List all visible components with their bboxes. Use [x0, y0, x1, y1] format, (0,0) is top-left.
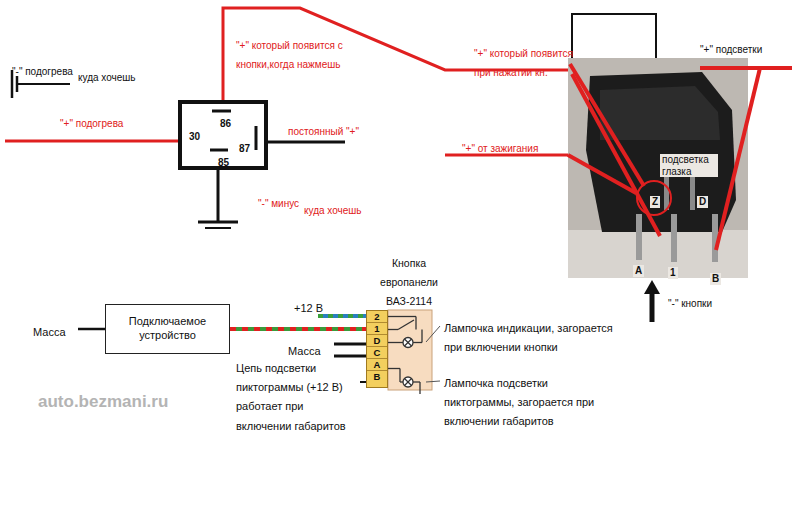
text-slot: подсветка глазка — [660, 154, 718, 179]
watermark: auto.bezmani.ru — [38, 392, 168, 411]
pin-number: 85 — [218, 157, 229, 168]
label-slot: Лампочка подсветки пиктограммы, загорает… — [444, 372, 614, 430]
wire-connector — [230, 327, 366, 331]
note-label: куда хочешь — [304, 205, 362, 216]
pin-letter: D — [697, 196, 708, 208]
lamp-label: Лампочка индикации, загорается при включ… — [444, 322, 613, 353]
pin-number: 86 — [220, 118, 231, 129]
note-label: "-" подогрева — [12, 66, 73, 77]
note-label: "-" кнопки — [668, 298, 712, 309]
lamp-label: Лампочка подсветки пиктограммы, загорает… — [444, 377, 594, 427]
connector-block: 2 1DCAB — [366, 310, 388, 388]
wire-label: Масса — [33, 326, 66, 338]
pointer-lines — [568, 64, 792, 250]
text-slot: Z — [650, 191, 660, 209]
pin-letter: B — [710, 273, 721, 285]
note-label: "+" от зажигания — [462, 143, 538, 154]
text-slot: 30 — [189, 126, 200, 144]
ground-wire — [78, 328, 105, 331]
label-slot: куда хочешь — [304, 199, 362, 218]
switch-lamp-symbols — [388, 310, 440, 394]
constant-wire — [268, 141, 345, 144]
label-slot: Масса — [33, 321, 66, 340]
label-slot: "+" подогрева — [60, 112, 123, 131]
label-slot: "+" который появится с кнопки,когда нажм… — [236, 34, 348, 72]
note-label: "+" который появится с кнопки,когда нажм… — [236, 40, 343, 70]
label-slot: Лампочка индикации, загорается при включ… — [444, 317, 614, 355]
wire-stripe — [230, 327, 366, 331]
ground-wires — [334, 344, 366, 356]
label-slot: постоянный "+" — [288, 120, 359, 139]
note-label: постоянный "+" — [288, 126, 359, 137]
label-slot: "+" от зажигания — [462, 137, 538, 156]
label-slot: куда хочешь — [78, 66, 136, 85]
pin-cell: A — [367, 359, 387, 371]
label-slot: Масса — [288, 340, 321, 359]
wire-group — [230, 329, 366, 330]
ground-symbol — [198, 170, 238, 228]
pin-cell: 2 — [367, 311, 387, 323]
label-slot: "-" подогрева — [12, 60, 73, 79]
relay-box: 86 30 87 85 — [178, 100, 268, 170]
supply-wire — [318, 316, 366, 317]
device-box: Подключаемое устройство — [105, 304, 230, 354]
box-text: Подключаемое устройство — [114, 315, 221, 343]
note-label: "+" который появится при нажатии кн. — [474, 48, 573, 78]
pin-letter: Z — [650, 196, 660, 208]
pin-cell: D — [367, 335, 387, 347]
pin-letter: A — [633, 265, 644, 277]
label-slot: Цепь подсветки пиктограммы (+12 В) работ… — [236, 357, 356, 434]
label-slot: +12 В — [294, 297, 323, 316]
wire-label: Масса — [288, 345, 321, 357]
minus-arrow — [644, 280, 660, 322]
pin-cell: 1 — [367, 323, 387, 335]
note-label: "-" минус — [258, 198, 299, 209]
bracket — [572, 14, 656, 60]
pin-number: 87 — [239, 143, 250, 154]
pin-name: C — [374, 348, 381, 358]
pin-name: 1 — [374, 324, 379, 334]
text-slot: B — [710, 268, 721, 286]
pin-cell: C — [367, 347, 387, 359]
pin-name: D — [374, 336, 381, 346]
button-photo-image — [568, 58, 748, 278]
pin-name: A — [374, 360, 381, 370]
pin-name: B — [374, 372, 381, 382]
part-title: Кнопка европанели ВАЗ-2114 — [380, 257, 438, 307]
label-slot: "+" подсветки — [700, 38, 762, 57]
label-slot: "+" который появится при нажатии кн. — [474, 42, 586, 80]
pin-number: 30 — [189, 131, 200, 142]
text-slot: D — [697, 191, 708, 209]
wire-label: +12 В — [294, 302, 323, 314]
text-slot: 85 — [218, 152, 229, 170]
text-slot: 87 — [239, 138, 250, 156]
heater-wire — [5, 140, 178, 143]
photo-note: подсветка глазка — [660, 154, 718, 177]
label-slot: "-" минус — [258, 192, 299, 211]
pin-cell: B — [367, 371, 387, 383]
wire-label: Цепь подсветки пиктограммы (+12 В) работ… — [236, 362, 346, 432]
note-label: куда хочешь — [78, 72, 136, 83]
button-photo: подсветка глазкаZDA1B — [568, 58, 748, 278]
pin-name: 2 — [374, 312, 379, 322]
note-label: "+" подсветки — [700, 44, 762, 55]
label-slot: auto.bezmani.ru — [38, 392, 168, 412]
note-label: "+" подогрева — [60, 118, 123, 129]
label-slot: Кнопка европанели ВАЗ-2114 — [366, 252, 452, 310]
text-slot: 1 — [668, 262, 678, 280]
text-slot: 86 — [220, 113, 231, 131]
pin-letter: 1 — [668, 267, 678, 279]
label-slot: "-" кнопки — [668, 292, 712, 311]
text-slot: A — [633, 260, 644, 278]
